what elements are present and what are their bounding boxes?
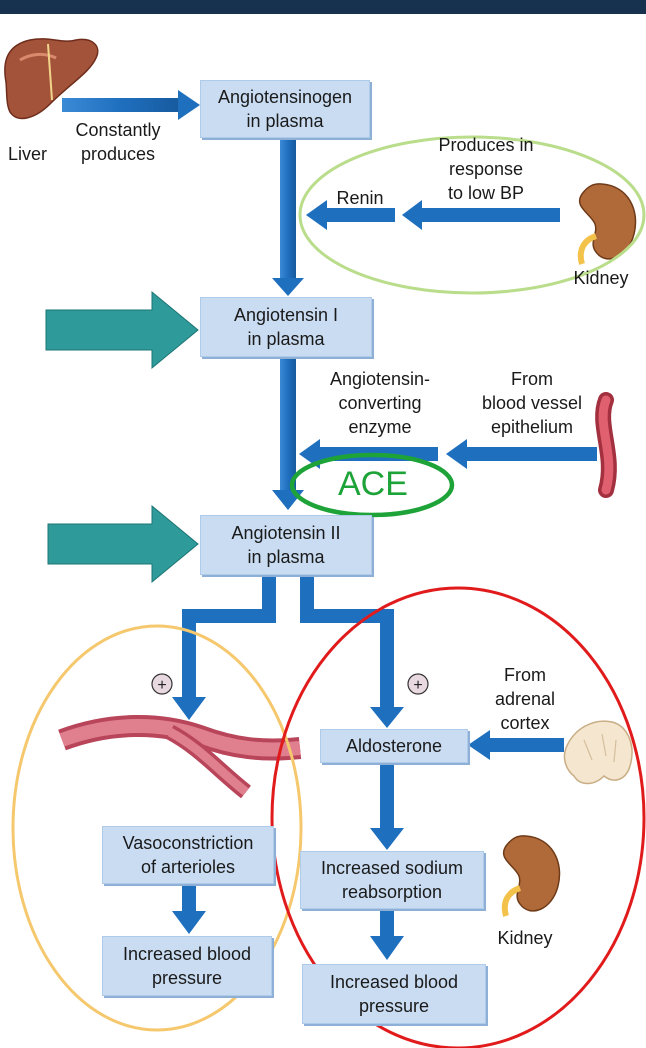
angiotensinogen-box: Angiotensinogen in plasma bbox=[200, 80, 370, 138]
branch-arrow-right bbox=[300, 575, 404, 728]
blood-pressure-box-left: Increased blood pressure bbox=[102, 936, 272, 996]
sodium-reabsorption-box: Increased sodium reabsorption bbox=[300, 851, 484, 909]
renin-highlight-ellipse bbox=[298, 135, 646, 295]
ace-highlight-ellipse bbox=[289, 452, 455, 518]
adrenal-arrow bbox=[468, 730, 564, 760]
kidney-icon bbox=[577, 183, 637, 265]
vasoconstriction-box: Vasoconstriction of arterioles bbox=[102, 826, 274, 884]
from-blood-vessel-label: From blood vessel epithelium bbox=[481, 369, 583, 437]
blood-vessel-icon bbox=[595, 392, 617, 498]
angiotensin-1-box: Angiotensin I in plasma bbox=[200, 297, 372, 357]
plus-icon: + bbox=[151, 673, 173, 695]
kidney-label-bottom: Kidney bbox=[497, 928, 553, 948]
artery-icon bbox=[58, 715, 302, 799]
vasoconstriction-highlight-ellipse bbox=[11, 624, 303, 1032]
liver-arrow bbox=[62, 90, 200, 120]
ace-name-label: Angiotensin- converting enzyme bbox=[329, 369, 431, 437]
produces-in-response-label: Produces in response to low BP bbox=[438, 135, 534, 203]
vasoconstriction-arrow bbox=[172, 883, 206, 934]
blood-pressure-box-right: Increased blood pressure bbox=[302, 964, 486, 1024]
ace-label: ACE bbox=[338, 465, 408, 503]
angiotensin-2-box: Angiotensin II in plasma bbox=[200, 515, 372, 575]
liver-icon bbox=[4, 38, 99, 120]
kidney-icon bbox=[501, 835, 561, 917]
header-bar bbox=[0, 0, 646, 14]
highlight-arrow-angiotensin-2 bbox=[47, 504, 199, 584]
kidney-label-top: Kidney bbox=[573, 268, 629, 288]
aldosterone-highlight-ellipse bbox=[270, 586, 646, 1048]
svg-text:+: + bbox=[157, 677, 166, 694]
adrenal-gland-icon bbox=[563, 720, 633, 785]
aldosterone-arrow bbox=[370, 762, 404, 850]
liver-label: Liver bbox=[8, 144, 48, 164]
svg-text:+: + bbox=[413, 677, 422, 694]
sodium-arrow bbox=[370, 908, 404, 960]
aldosterone-box: Aldosterone bbox=[320, 729, 468, 763]
from-adrenal-cortex-label: From adrenal cortex bbox=[494, 665, 556, 733]
highlight-arrow-angiotensin-1 bbox=[45, 290, 199, 370]
renin-label: Renin bbox=[336, 188, 384, 208]
branch-arrow-left bbox=[172, 575, 276, 720]
constantly-produces-label: Constantly produces bbox=[75, 120, 161, 164]
renin-arrow bbox=[306, 200, 560, 230]
plus-icon: + bbox=[407, 673, 429, 695]
